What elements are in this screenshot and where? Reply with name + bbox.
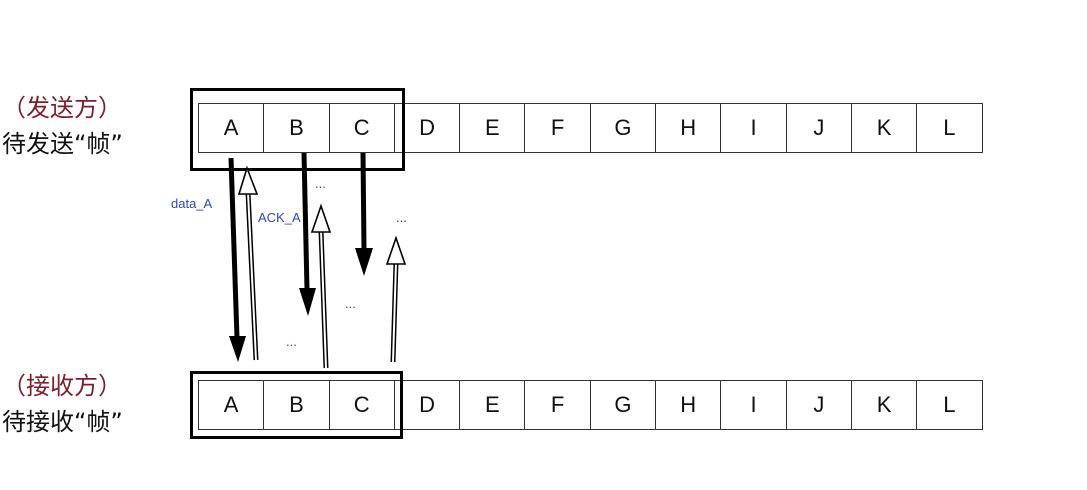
- receiver-frame-k: K: [851, 380, 918, 430]
- receiver-frame-l: L: [917, 380, 983, 430]
- receiver-frame-a: A: [199, 380, 265, 430]
- sender-frame-d: D: [394, 103, 461, 153]
- receiver-frame-b: B: [264, 380, 330, 430]
- ack-a-label: ACK_A: [258, 210, 301, 225]
- ellipsis-2: ...: [396, 210, 407, 225]
- receiver-frame-h: H: [656, 380, 722, 430]
- sender-frame-j: J: [786, 103, 852, 153]
- data-b-arrow: [299, 152, 316, 316]
- sender-frame-i: I: [721, 103, 787, 153]
- ack-c-arrow: [385, 235, 407, 363]
- receiver-frame-j: J: [786, 380, 852, 430]
- receiver-frame-f: F: [525, 380, 591, 430]
- sender-role-label: （发送方）: [2, 94, 122, 122]
- sender-frame-c: C: [329, 103, 395, 153]
- ack-a-arrow: [237, 165, 259, 361]
- sender-frame-f: F: [525, 103, 591, 153]
- ellipsis-3: ...: [345, 296, 356, 311]
- receiver-frame-row: A B C D E F G H I J K L: [198, 380, 983, 430]
- receiver-frame-e: E: [460, 380, 526, 430]
- sender-frame-row: A B C D E F G H I J K L: [198, 103, 983, 153]
- sender-frame-a: A: [199, 103, 265, 153]
- sender-frame-g: G: [590, 103, 657, 153]
- data-c-arrow: [355, 152, 373, 276]
- sender-queue-label: 待发送“帧”: [2, 130, 123, 158]
- receiver-frame-c: C: [329, 380, 395, 430]
- sender-frame-h: H: [656, 103, 722, 153]
- receiver-frame-i: I: [721, 380, 787, 430]
- sender-frame-k: K: [851, 103, 918, 153]
- receiver-queue-label: 待接收“帧”: [2, 408, 123, 436]
- sender-frame-e: E: [460, 103, 526, 153]
- receiver-frame-d: D: [394, 380, 461, 430]
- receiver-role-label: （接收方）: [2, 372, 122, 400]
- receiver-window: [190, 371, 403, 439]
- sender-frame-b: B: [264, 103, 330, 153]
- receiver-frame-g: G: [590, 380, 657, 430]
- data-a-label: data_A: [171, 196, 213, 211]
- data-a-arrow: [228, 157, 246, 362]
- ellipsis-1: ...: [315, 176, 326, 191]
- sender-window: [190, 88, 405, 171]
- ack-b-arrow: [310, 203, 332, 369]
- sender-frame-l: L: [917, 103, 983, 153]
- ellipsis-4: ...: [286, 334, 297, 349]
